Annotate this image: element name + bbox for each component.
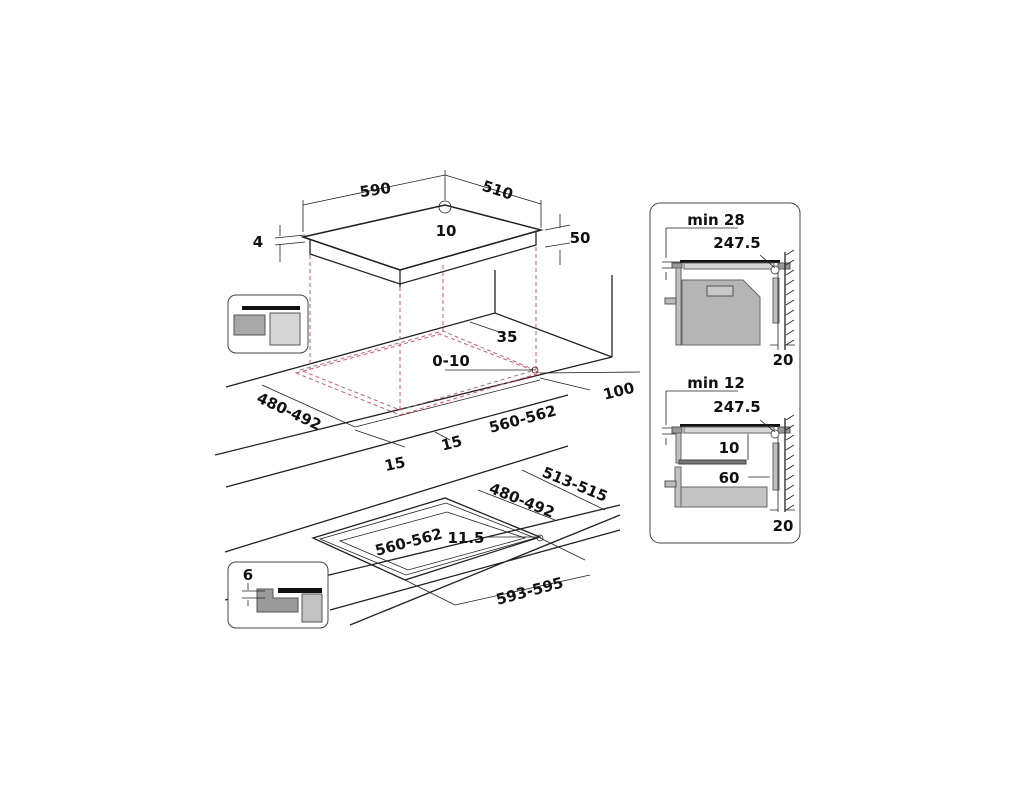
label-glass-thickness: 4 [253,233,263,251]
label-hob-height: 50 [570,229,591,247]
label-top-min: min 28 [687,211,745,229]
label-gap-horizontal: 60 [719,469,740,487]
side-view-panel [649,202,801,544]
inset-cutout-type-2 [227,561,329,629]
label-gap-vertical: 10 [719,439,740,457]
label-top-dimension: 247.5 [713,234,760,252]
worktop-upper [214,247,641,488]
label-inner-width: 560-562 [373,525,444,560]
label-recess-depth: 6 [243,566,253,584]
label-corner-radius: 10 [436,222,457,240]
label-top-wall-gap: 20 [773,351,794,369]
label-outer-width: 593-595 [494,574,565,609]
worktop-lower [224,445,621,626]
label-radius: 11.5 [447,529,484,547]
label-back-clearance: 35 [497,328,518,346]
label-wall-clearance: 100 [601,379,636,404]
label-front-margin-b: 15 [383,453,407,475]
hob-drawing [300,200,544,287]
label-cable-offset: 0-10 [432,352,470,370]
inset-cutout-type-1 [227,294,309,354]
label-bottom-wall-gap: 20 [773,517,794,535]
label-hob-width: 590 [359,179,393,201]
label-cut-depth: 480-492 [254,389,324,434]
label-inner-depth: 480-492 [487,479,558,521]
label-bottom-dimension: 247.5 [713,398,760,416]
label-front-margin-a: 15 [439,432,464,455]
label-outer-depth: 513-515 [540,463,611,505]
label-bottom-min: min 12 [687,374,745,392]
label-hob-depth: 510 [480,177,515,204]
hob-dimension-lines [274,170,571,265]
